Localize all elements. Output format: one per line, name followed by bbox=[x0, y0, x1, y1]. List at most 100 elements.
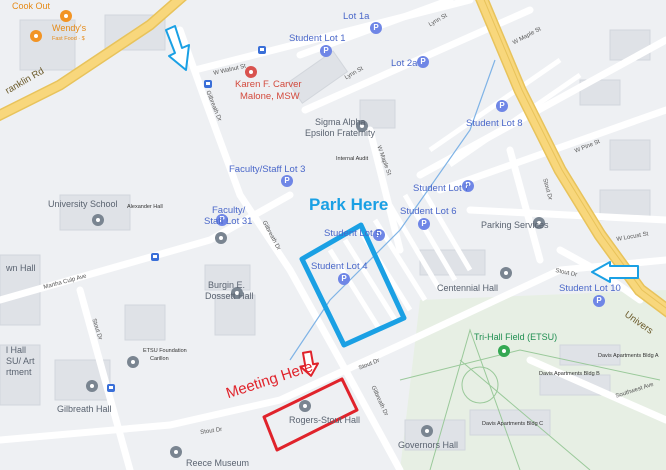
art-hall-label-2[interactable]: SU/ Art bbox=[6, 356, 35, 366]
campus-grass-area bbox=[400, 290, 666, 470]
student-lot-5-label[interactable]: Student Lot 5 bbox=[324, 228, 381, 239]
student-lot-10-label[interactable]: Student Lot 10 bbox=[559, 283, 621, 294]
building-footprint bbox=[124, 304, 166, 341]
building-pin-icon[interactable] bbox=[86, 380, 98, 392]
burgin-label-1[interactable]: Burgin E. bbox=[208, 280, 246, 290]
museum-pin-icon[interactable] bbox=[170, 446, 182, 458]
building-pin-icon[interactable] bbox=[215, 232, 227, 244]
alexander-hall-label[interactable]: Alexander Hall bbox=[127, 204, 163, 210]
w-locust-st-road bbox=[466, 206, 666, 224]
governors-hall-label[interactable]: Governors Hall bbox=[398, 440, 459, 450]
davis-c-label[interactable]: Davis Apartments Bldg C bbox=[482, 421, 544, 427]
park-here-box bbox=[299, 222, 407, 348]
restaurant-pin-icon[interactable] bbox=[60, 10, 72, 22]
faculty-lot-3-label[interactable]: Faculty/Staff Lot 3 bbox=[229, 164, 306, 175]
university-pkwy-median bbox=[483, 0, 666, 309]
parking-aisle bbox=[387, 203, 443, 292]
student-lot-1-label[interactable]: Student Lot 1 bbox=[289, 33, 346, 44]
student-lot-7-label[interactable]: Student Lot 7 bbox=[413, 183, 470, 194]
building-pin-icon[interactable] bbox=[127, 356, 139, 368]
etsu-carillon-label-1[interactable]: ETSU Foundation bbox=[143, 348, 187, 354]
art-hall-label-3[interactable]: rtment bbox=[6, 367, 32, 377]
building-footprint bbox=[609, 139, 651, 171]
davis-b-label[interactable]: Davis Apartments Bldg B bbox=[539, 371, 600, 377]
centennial-hall-label[interactable]: Centennial Hall bbox=[437, 283, 499, 293]
building-footprint bbox=[0, 344, 41, 406]
location-pin-icon[interactable] bbox=[245, 66, 257, 78]
parking-aisle bbox=[327, 248, 383, 332]
reece-museum-label[interactable]: Reece Museum bbox=[186, 458, 250, 468]
building-pin-icon[interactable] bbox=[500, 267, 512, 279]
footpath bbox=[399, 349, 661, 381]
faculty-lot-31-label-1[interactable]: Faculty/ bbox=[212, 205, 246, 216]
university-pkwy bbox=[476, 0, 666, 316]
park-here-annotation: Park Here bbox=[309, 195, 389, 214]
building-pin-icon[interactable] bbox=[421, 425, 433, 437]
karen-carver-label-1[interactable]: Karen F. Carver bbox=[235, 79, 302, 90]
stout-arrow bbox=[591, 261, 639, 283]
meeting-here-box bbox=[262, 377, 359, 452]
w-maple-south-road bbox=[366, 126, 404, 254]
footpath bbox=[459, 359, 591, 470]
cook-out-label[interactable]: Cook Out bbox=[12, 1, 51, 11]
stout-dr-north-road bbox=[506, 146, 544, 264]
stout-dr-west-road bbox=[76, 286, 134, 470]
trail-line bbox=[289, 59, 496, 361]
w-maple-east-road bbox=[416, 36, 666, 179]
parking-aisle bbox=[342, 238, 398, 322]
gilbreath-dr-road bbox=[176, 26, 404, 470]
parking-aisle bbox=[402, 193, 458, 282]
southwest-ave-road bbox=[526, 356, 666, 424]
gilbreath-hall-label[interactable]: Gilbreath Hall bbox=[57, 404, 112, 414]
building-footprint bbox=[287, 50, 349, 104]
building-pin-icon[interactable] bbox=[299, 400, 311, 412]
trihall-field-label[interactable]: Tri-Hall Field (ETSU) bbox=[474, 332, 558, 342]
building-footprint bbox=[214, 294, 256, 336]
town-hall-label[interactable]: wn Hall bbox=[6, 263, 36, 273]
building-pin-icon[interactable] bbox=[92, 214, 104, 226]
bus-stop-icon[interactable] bbox=[204, 80, 212, 88]
university-school-label[interactable]: University School bbox=[48, 199, 118, 209]
building-footprint bbox=[469, 409, 551, 436]
burgin-label-2[interactable]: Dossett Hall bbox=[205, 291, 254, 301]
parking-aisle bbox=[417, 183, 473, 272]
art-hall-label-1[interactable]: l Hall bbox=[6, 345, 27, 355]
bus-stop-icon[interactable] bbox=[151, 253, 159, 261]
faculty-lot-31-label-2[interactable]: Staff Lot 31 bbox=[204, 216, 253, 227]
lot-1a-label[interactable]: Lot 1a bbox=[343, 11, 370, 22]
footpath-circle bbox=[461, 366, 499, 404]
building-footprint bbox=[204, 264, 251, 291]
bus-stop-icon[interactable] bbox=[107, 384, 115, 392]
parking-aisle bbox=[428, 57, 562, 153]
stout-dr-road bbox=[0, 256, 666, 444]
parking-services-label[interactable]: Parking Services bbox=[481, 220, 549, 230]
karen-carver-label-2[interactable]: Malone, MSW bbox=[240, 91, 300, 102]
internal-audit-label[interactable]: Internal Audit bbox=[336, 156, 369, 162]
meeting-arrow bbox=[299, 350, 320, 377]
restaurant-pin-icon[interactable] bbox=[30, 30, 42, 42]
franklin-rd bbox=[0, 0, 185, 120]
wendys-label[interactable]: Wendy's bbox=[52, 23, 87, 33]
sigma-label-1[interactable]: Sigma Alpha bbox=[315, 117, 366, 127]
sigma-label-2[interactable]: Epsilon Fraternity bbox=[305, 128, 376, 138]
etsu-carillon-label-2[interactable]: Carillon bbox=[150, 356, 169, 362]
student-lot-6-label[interactable]: Student Lot 6 bbox=[400, 206, 457, 217]
building-pin-icon[interactable] bbox=[356, 120, 368, 132]
walnut-arrow bbox=[165, 25, 190, 71]
building-footprint bbox=[19, 19, 76, 71]
park-pin-icon[interactable] bbox=[498, 345, 510, 357]
bus-stop-icon[interactable] bbox=[258, 46, 266, 54]
rogers-stout-label[interactable]: Rogers-Stout Hall bbox=[289, 415, 361, 425]
building-pin-icon[interactable] bbox=[231, 287, 243, 299]
martha-culp-ave-road bbox=[0, 191, 294, 304]
lot-2a-label[interactable]: Lot 2a bbox=[391, 58, 418, 69]
student-lot-4-label[interactable]: Student Lot 4 bbox=[311, 261, 368, 272]
building-footprint bbox=[404, 419, 466, 451]
wendys-sub-label: Fast Food · $ bbox=[52, 36, 85, 42]
footpath bbox=[429, 328, 521, 470]
student-lot-8-label[interactable]: Student Lot 8 bbox=[466, 118, 523, 129]
davis-a-label[interactable]: Davis Apartments Bldg A bbox=[598, 353, 659, 359]
building-pin-icon[interactable] bbox=[533, 217, 545, 229]
